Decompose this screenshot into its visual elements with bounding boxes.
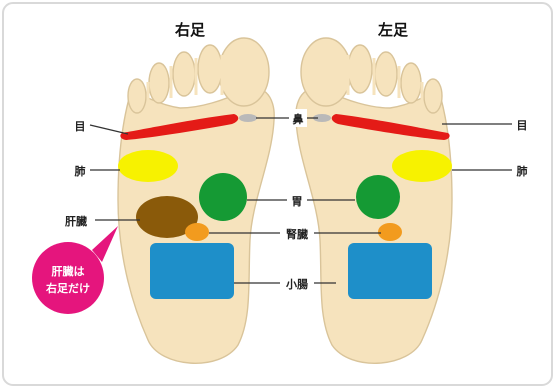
small-intestine-label: 小腸 [285, 277, 308, 291]
nose-label: 鼻 [293, 112, 304, 126]
left-toe-5 [424, 79, 442, 113]
right-kidney-area [185, 223, 209, 241]
left-toe-3 [375, 52, 397, 96]
left-kidney-area [378, 223, 402, 241]
left-toe-2 [348, 45, 372, 93]
callout-bubble [32, 242, 104, 314]
right-small-intestine-area [150, 243, 234, 299]
lung-label-right: 肺 [75, 164, 86, 178]
right-big-toe [219, 38, 269, 106]
right-toe-3 [173, 52, 195, 96]
kidney-label: 腎臓 [286, 227, 308, 241]
callout-line-1: 肝臓は [52, 264, 85, 278]
left-big-toe [301, 38, 351, 106]
eye-label-left: 目 [517, 119, 528, 132]
left-toe-4 [401, 63, 421, 103]
stomach-label: 胃 [292, 195, 303, 208]
left-small-intestine-area [348, 243, 432, 299]
right-nose-spot [239, 114, 257, 122]
liver-label: 肝臓 [65, 214, 87, 228]
right-toe-4 [149, 63, 169, 103]
right-stomach-area [199, 173, 247, 221]
right-foot-title: 右足 [175, 21, 206, 39]
right-lung-area [118, 150, 178, 182]
lung-label-left: 肺 [517, 164, 528, 178]
eye-label-right: 目 [75, 120, 86, 133]
left-lung-area [392, 150, 452, 182]
right-toe-5 [128, 79, 146, 113]
left-foot-title: 左足 [377, 21, 409, 39]
callout-line-2: 右足だけ [45, 281, 90, 295]
left-stomach-area [356, 175, 400, 219]
right-toe-2 [198, 45, 222, 93]
diagram-frame [3, 3, 552, 385]
